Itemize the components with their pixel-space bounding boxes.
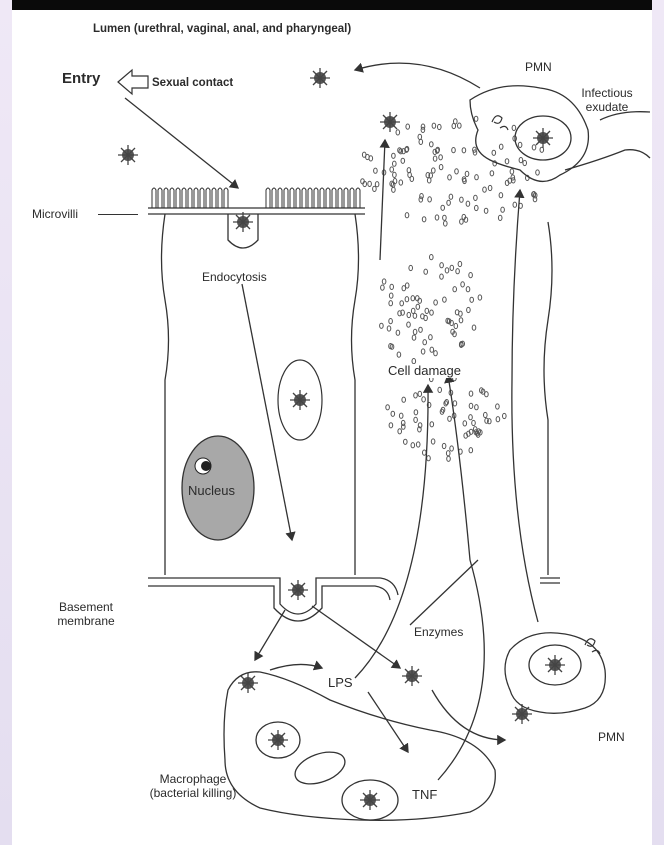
microvilli — [148, 208, 365, 214]
bacteria — [118, 68, 532, 750]
macrophage — [224, 672, 495, 821]
microvilli-label: Microvilli — [32, 207, 78, 221]
basement-membrane — [148, 578, 398, 621]
enzymes-label: Enzymes — [414, 625, 463, 639]
cell-damage-label: Cell damage — [388, 364, 461, 378]
cell-damage-debris — [361, 116, 544, 461]
pmn-top-label: PMN — [525, 60, 552, 74]
lumen-label: Lumen (urethral, vaginal, anal, and phar… — [93, 22, 351, 36]
sexual-contact-label: Sexual contact — [152, 76, 233, 90]
basement-membrane-label: Basement membrane — [48, 600, 124, 628]
macrophage-label: Macrophage (bacterial killing) — [140, 772, 246, 800]
pmn-bottom-label: PMN — [598, 730, 625, 744]
microvilli-leader — [98, 214, 138, 215]
endocytosis-label: Endocytosis — [202, 270, 267, 284]
entry-label: Entry — [62, 72, 100, 86]
lps-label: LPS — [328, 676, 353, 690]
infectious-exudate-label: Infectious exudate — [572, 86, 642, 114]
tnf-label: TNF — [412, 788, 437, 802]
nucleus-label: Nucleus — [188, 484, 235, 498]
